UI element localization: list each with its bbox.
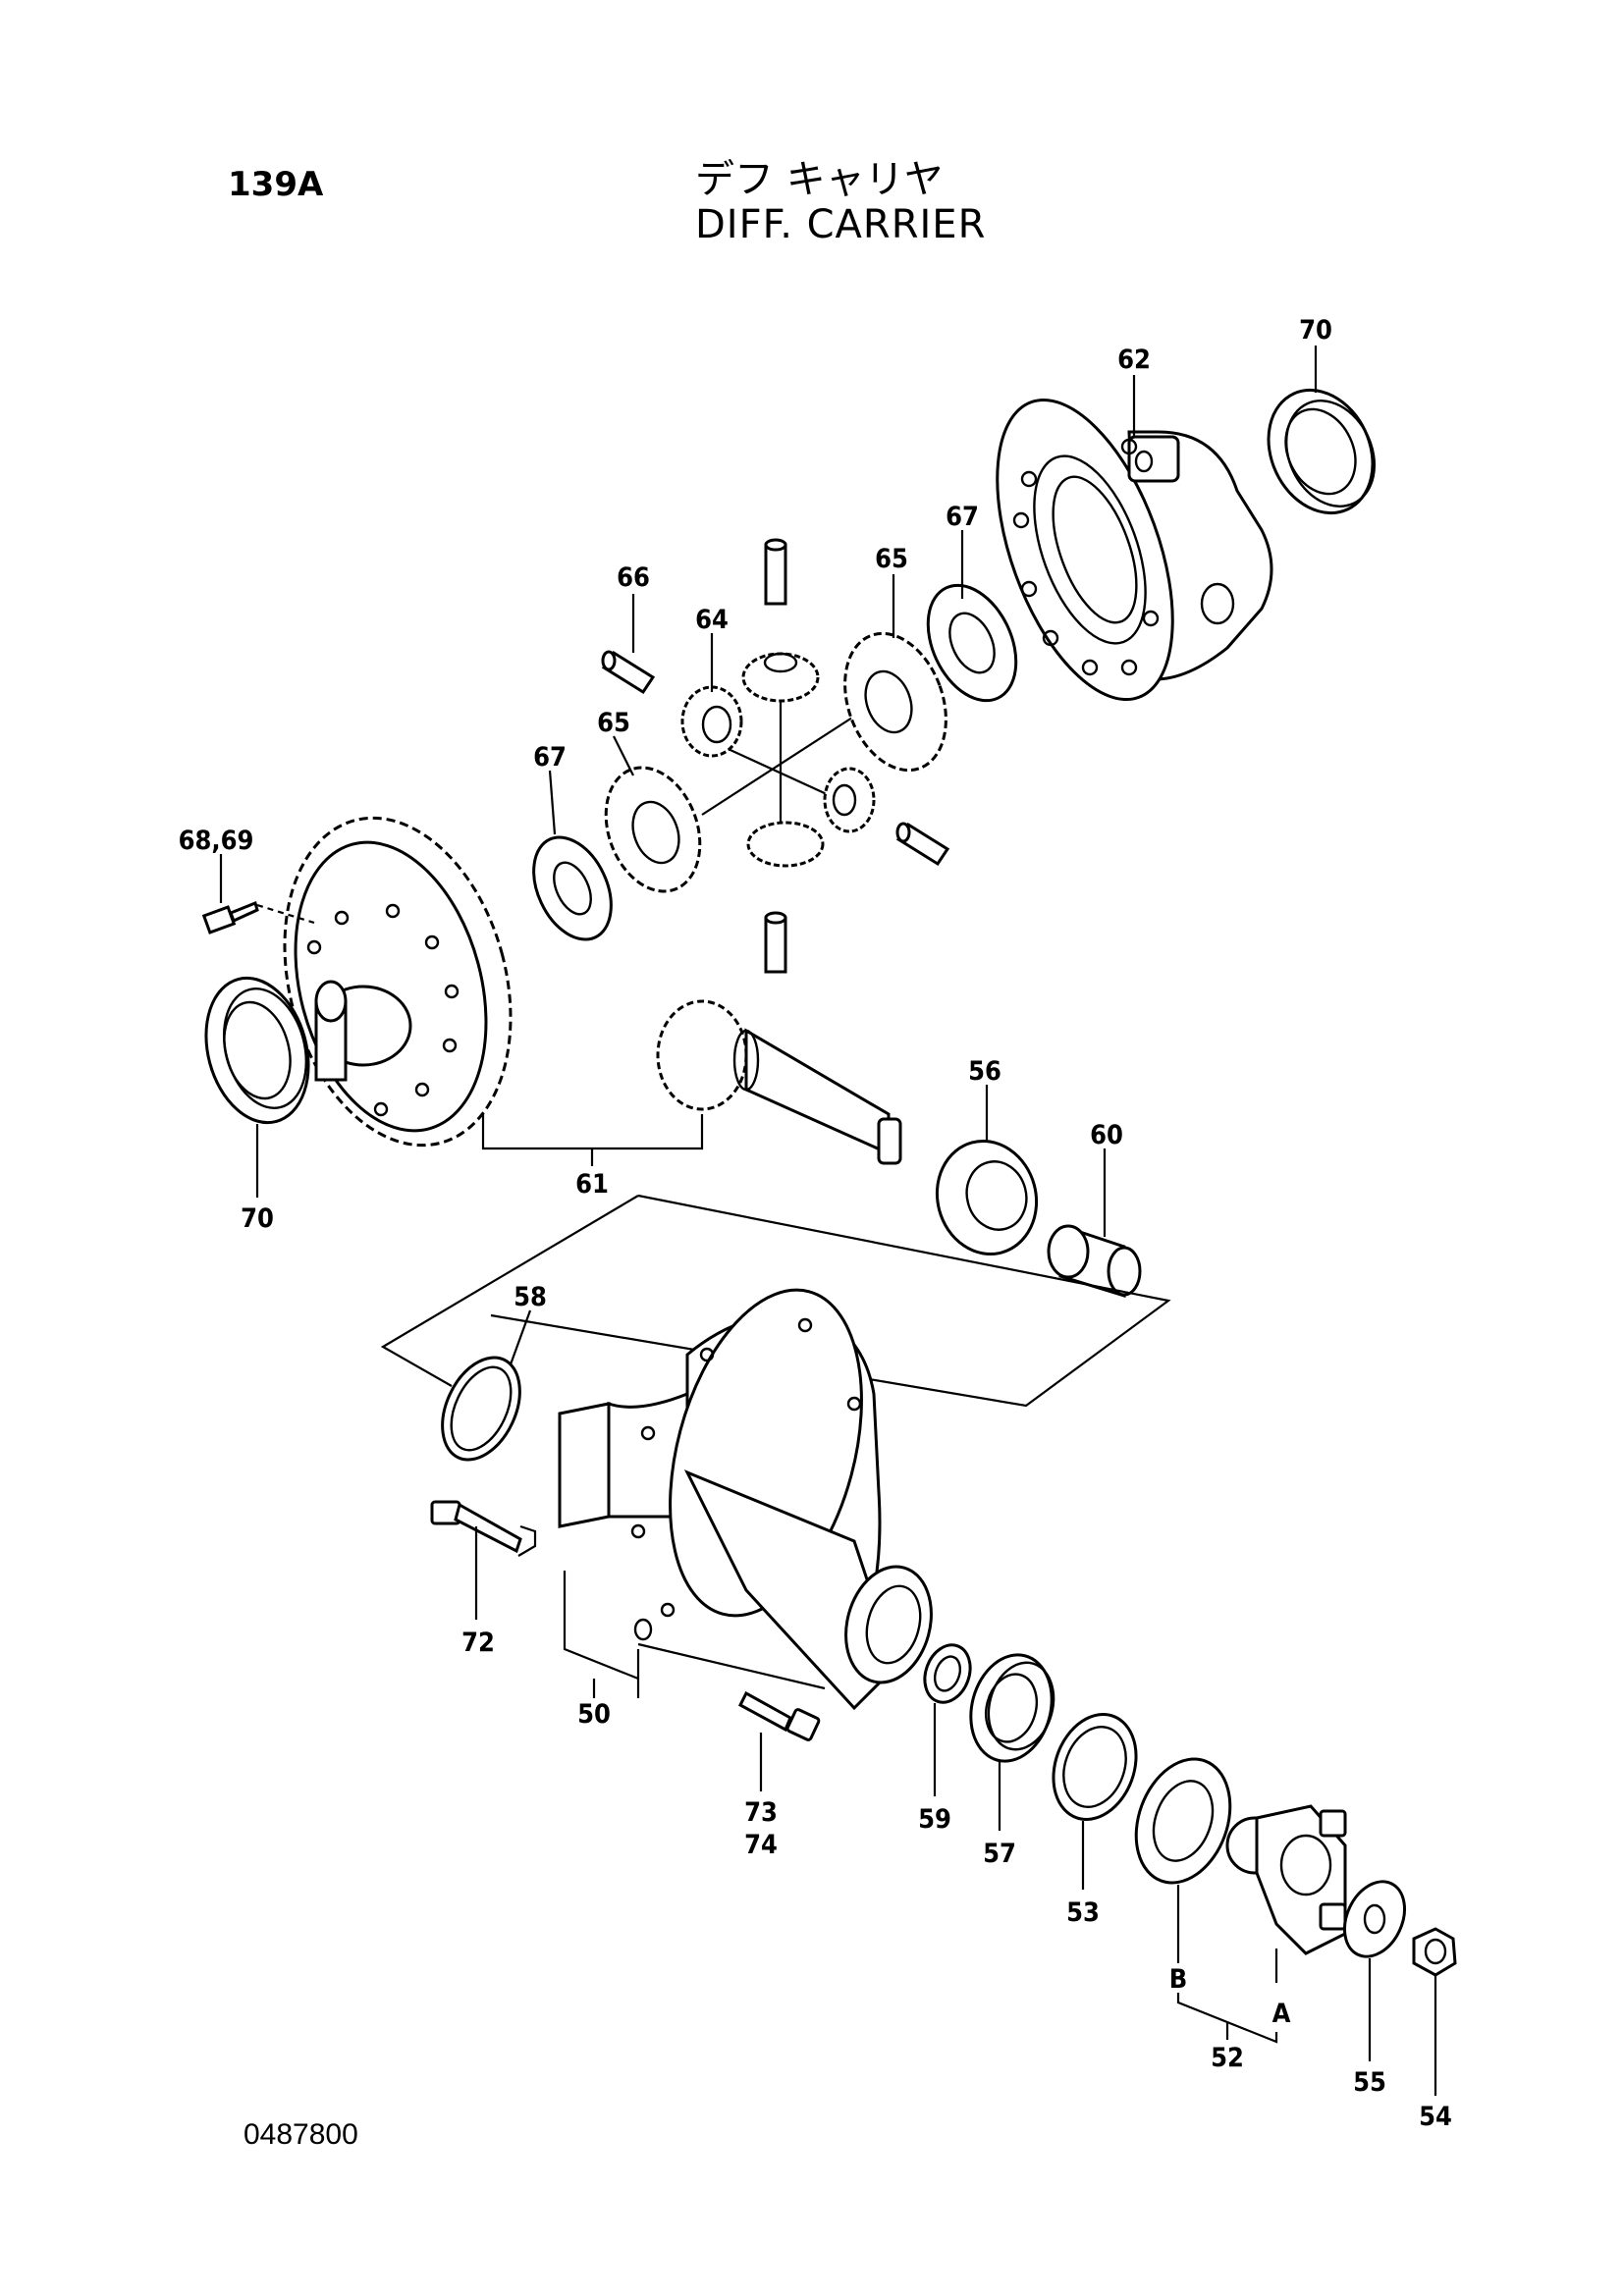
part-70-top-bearing: [1267, 388, 1377, 515]
label-65-left: 65: [597, 708, 630, 738]
part-61-ring-gear: [283, 816, 513, 1148]
title-english: DIFF. CARRIER: [695, 202, 987, 247]
label-A: A: [1272, 1999, 1291, 2029]
part-50-carrier-housing: [558, 1288, 933, 1711]
part-59-seal-ring: [923, 1643, 972, 1704]
label-73: 73: [744, 1797, 778, 1828]
label-56: 56: [968, 1056, 1001, 1087]
part-66-pins: [601, 538, 950, 974]
part-68-69-ring-gear-bolt: [201, 900, 315, 934]
bracket-50: [563, 1571, 640, 1698]
leader-lines: [219, 346, 1437, 2096]
part-57-bearing: [969, 1653, 1055, 1763]
label-64: 64: [695, 605, 729, 635]
label-68-69: 68,69: [179, 826, 254, 856]
part-52-dust-deflector-b: [1134, 1757, 1232, 1885]
part-65-right-side-gear: [843, 631, 947, 773]
label-74: 74: [744, 1830, 778, 1860]
part-55-washer: [1343, 1880, 1406, 1958]
part-65-left-side-gear: [604, 766, 702, 893]
drawing-number: 0487800: [243, 2118, 358, 2151]
part-64-pinion-gears: [680, 652, 876, 868]
part-58-o-ring: [441, 1356, 521, 1462]
part-67-right-thrust-washer: [926, 583, 1018, 703]
part-54-nut: [1412, 1927, 1457, 1977]
label-57: 57: [983, 1839, 1016, 1869]
part-52-companion-flange-a: [1225, 1804, 1347, 1955]
label-59: 59: [918, 1804, 951, 1835]
label-66: 66: [617, 562, 650, 593]
label-60: 60: [1090, 1120, 1123, 1150]
label-65-right: 65: [875, 544, 908, 574]
label-54: 54: [1419, 2102, 1452, 2132]
label-B: B: [1169, 1964, 1188, 1995]
label-70-top: 70: [1299, 315, 1332, 346]
label-67-left: 67: [533, 742, 567, 773]
bracket-61: [481, 1114, 704, 1166]
title-japanese: デフ キャリヤ: [695, 157, 944, 202]
label-58: 58: [514, 1282, 547, 1312]
label-62: 62: [1117, 345, 1151, 375]
part-67-left-thrust-washer: [532, 835, 613, 941]
part-61-drive-pinion: [656, 999, 902, 1165]
label-61: 61: [575, 1169, 609, 1200]
spider-cross-lines: [701, 702, 870, 834]
part-73-74-bolt: [738, 1690, 821, 1741]
part-60-spacer: [1047, 1224, 1142, 1299]
part-62-differential-case: [996, 398, 1273, 702]
callout-labels: 62 70 67 66 65 64 65 67 68,69 56 60 70 6…: [179, 315, 1452, 2132]
part-70-left-bearing: [204, 976, 310, 1125]
label-72: 72: [461, 1628, 495, 1658]
part-56-pinion-bearing: [935, 1140, 1039, 1255]
part-53-oil-seal: [1052, 1713, 1138, 1821]
label-53: 53: [1066, 1897, 1100, 1928]
page-code: 139A: [228, 165, 324, 204]
label-52: 52: [1211, 2043, 1244, 2073]
label-70-left: 70: [241, 1203, 274, 1234]
label-55: 55: [1353, 2067, 1386, 2098]
part-72-bolt: [430, 1500, 537, 1557]
label-67-right: 67: [946, 502, 979, 532]
label-50: 50: [577, 1699, 611, 1730]
